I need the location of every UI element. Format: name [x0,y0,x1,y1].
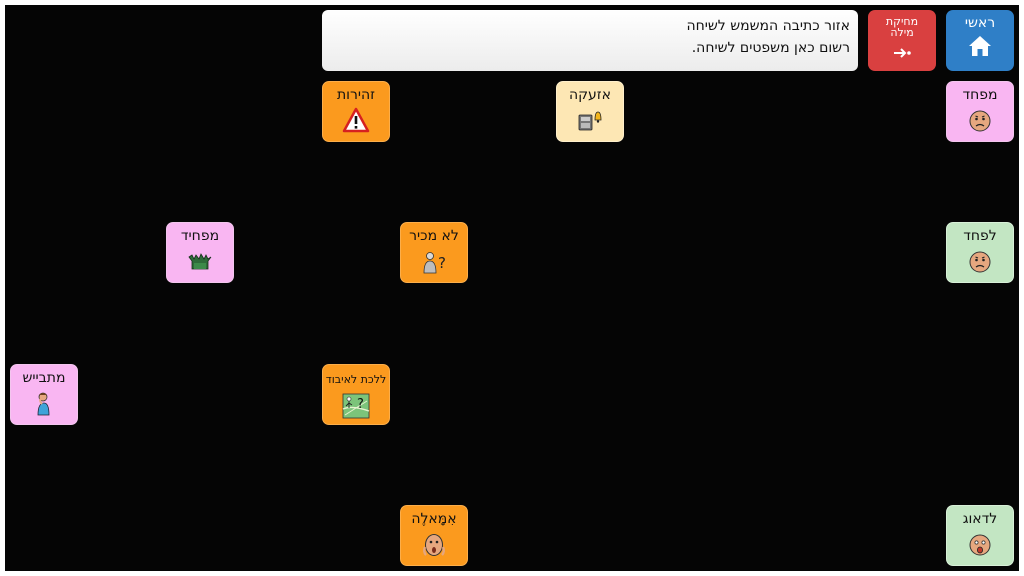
shy-person-icon [30,389,58,417]
tile-label: ללכת לאיבוד [325,373,387,386]
monster-hands-icon [186,247,214,275]
tile-to-worry[interactable]: לדאוג [946,505,1014,566]
tile-alarm[interactable]: אזעקה [556,81,624,142]
tile-scared[interactable]: מפחד [946,81,1014,142]
svg-text:?: ? [357,397,364,412]
tile-label: לדאוג [962,511,998,527]
delete-word-button-label: מחיקת מילה [885,15,919,39]
tile-label: זהירות [336,87,376,103]
message-line-1: אזור כתיבה המשמש לשיחה [686,18,850,34]
tile-scary[interactable]: מפחיד [166,222,234,283]
alarm-icon [576,106,604,134]
shocked-face-icon [420,530,448,558]
tile-to-fear[interactable]: לפחד [946,222,1014,283]
home-button[interactable]: ראשי [946,10,1014,71]
scared-face-icon [966,530,994,558]
tile-unfamiliar[interactable]: לא מכיר ? [400,222,468,283]
message-line-2: רשום כאן משפטים לשיחה. [691,40,850,56]
home-button-label: ראשי [964,15,996,31]
tile-get-lost[interactable]: ללכת לאיבוד ? [322,364,390,425]
message-input-area[interactable]: אזור כתיבה המשמש לשיחה רשום כאן משפטים ל… [322,10,858,71]
delete-word-button[interactable]: מחיקת מילה [868,10,936,71]
tile-mommy[interactable]: אִמָּאלֶה [400,505,468,566]
warning-triangle-icon [342,106,370,134]
tile-embarrassed[interactable]: מתבייש [10,364,78,425]
home-icon [968,35,992,61]
tile-label: מפחיד [180,228,220,244]
worried-face-icon [966,247,994,275]
svg-text:?: ? [438,254,446,272]
person-question-icon: ? [420,247,448,275]
tile-label: לא מכיר [409,228,459,244]
backspace-arrow-icon [892,44,912,63]
worried-face-icon [966,106,994,134]
tile-caution[interactable]: זהירות [322,81,390,142]
lost-map-icon: ? [342,391,370,419]
tile-label: אזעקה [568,87,612,103]
tile-label: מפחד [962,87,998,103]
symbol-board [5,5,1019,571]
tile-label: לפחד [963,228,997,244]
tile-label: אִמָּאלֶה [411,511,457,527]
tile-label: מתבייש [22,370,66,386]
